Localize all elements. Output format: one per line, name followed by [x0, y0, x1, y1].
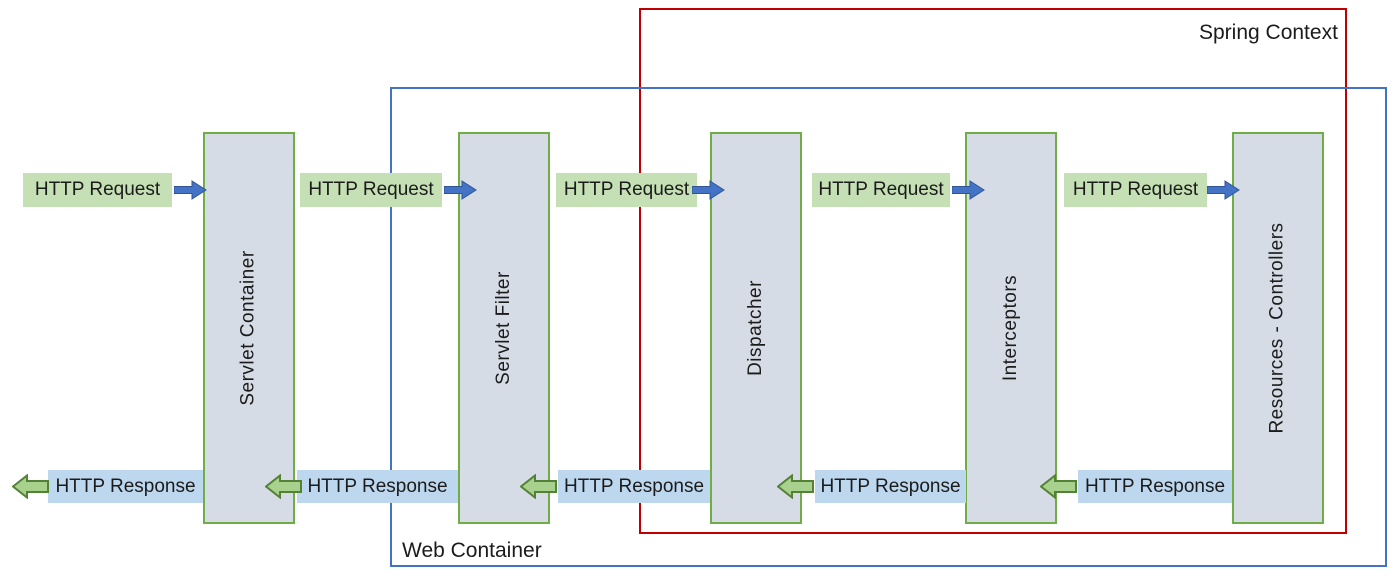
http-request-label-4: HTTP Request — [812, 173, 950, 207]
web-container-label: Web Container — [402, 539, 542, 562]
dispatcher-box: Dispatcher — [710, 132, 802, 524]
servlet-filter-box: Servlet Filter — [458, 132, 550, 524]
http-response-label-3: HTTP Response — [558, 470, 710, 503]
servlet-container-box: Servlet Container — [203, 132, 295, 524]
http-response-label-5: HTTP Response — [1078, 470, 1232, 503]
request-arrow-icon — [691, 180, 725, 200]
http-request-label-2: HTTP Request — [300, 173, 442, 207]
interceptors-box: Interceptors — [965, 132, 1057, 524]
request-arrow-icon — [173, 180, 207, 200]
spring-context-label: Spring Context — [1199, 21, 1338, 44]
http-request-label-5: HTTP Request — [1064, 173, 1207, 207]
interceptors-box-label: Interceptors — [1000, 274, 1022, 382]
http-request-label-1: HTTP Request — [23, 173, 172, 207]
response-arrow-icon — [519, 473, 557, 500]
response-arrow-icon — [1039, 473, 1077, 500]
servlet-container-box-label: Servlet Container — [238, 250, 260, 406]
http-response-label-4: HTTP Response — [815, 470, 966, 503]
response-arrow-icon — [776, 473, 814, 500]
request-arrow-icon — [443, 180, 477, 200]
web-container-boundary — [390, 87, 1387, 567]
response-arrow-icon — [264, 473, 302, 500]
http-response-label-2: HTTP Response — [297, 470, 458, 503]
http-response-label-1: HTTP Response — [48, 470, 203, 503]
spring-context-boundary — [639, 8, 1347, 534]
request-arrow-icon — [1206, 180, 1240, 200]
resources-controllers-box-label: Resources - Controllers — [1267, 222, 1289, 434]
request-arrow-icon — [951, 180, 985, 200]
resources-controllers-box: Resources - Controllers — [1232, 132, 1324, 524]
response-arrow-icon — [11, 473, 49, 500]
dispatcher-box-label: Dispatcher — [745, 280, 767, 376]
http-request-label-3: HTTP Request — [556, 173, 697, 207]
servlet-filter-box-label: Servlet Filter — [493, 271, 515, 385]
